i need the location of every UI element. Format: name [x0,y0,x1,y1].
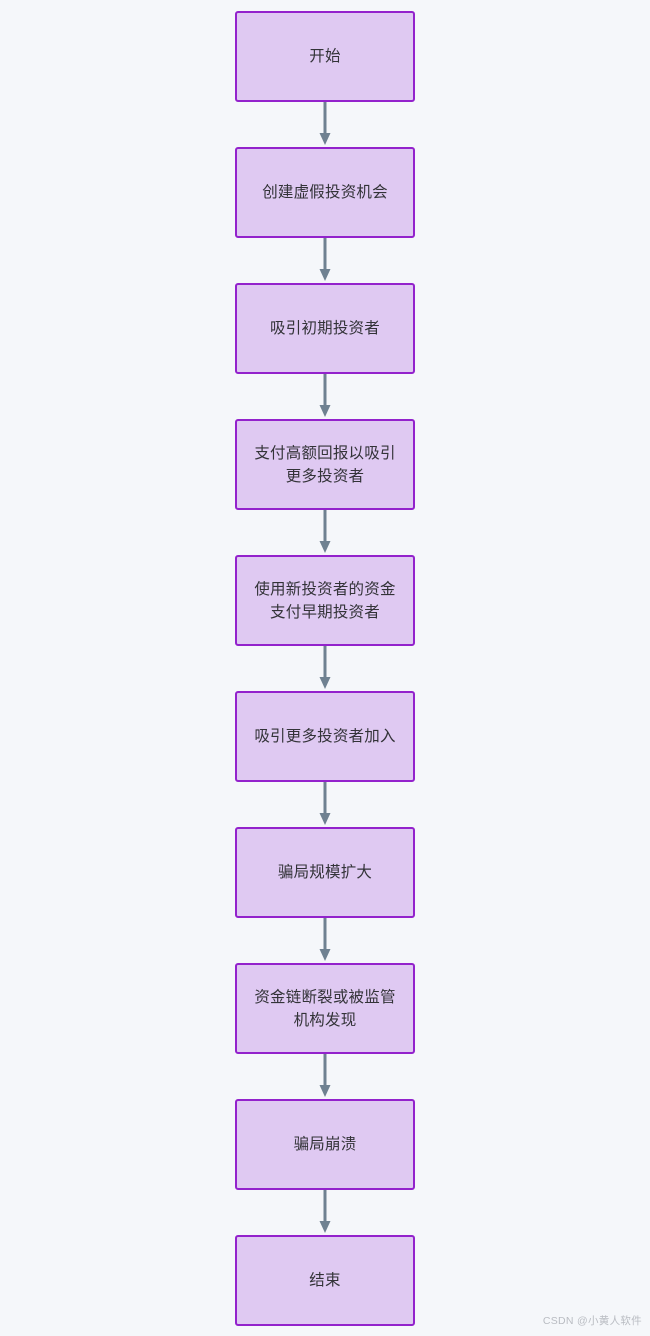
flow-edge-arrow [319,374,331,417]
flow-node-attract-more-investors[interactable]: 吸引更多投资者加入 [235,691,415,782]
flow-edge-arrow [319,646,331,689]
flow-edge-arrow [319,782,331,825]
flow-node-use-new-funds[interactable]: 使用新投资者的资金 支付早期投资者 [235,555,415,646]
flow-edge-arrow [319,510,331,553]
watermark: CSDN @小黄人软件 [542,1315,642,1327]
flow-node-create-fake-opportunity[interactable]: 创建虚假投资机会 [235,147,415,238]
flow-node-attract-early-investors[interactable]: 吸引初期投资者 [235,283,415,374]
flow-edge-arrow [319,1190,331,1233]
flow-node-start[interactable]: 开始 [235,11,415,102]
flow-node-scam-collapses[interactable]: 骗局崩溃 [235,1099,415,1190]
flow-edge-arrow [319,102,331,145]
flow-node-funding-chain-breaks[interactable]: 资金链断裂或被监管 机构发现 [235,963,415,1054]
flow-node-scam-expands[interactable]: 骗局规模扩大 [235,827,415,918]
flow-node-end[interactable]: 结束 [235,1235,415,1326]
flow-edge-arrow [319,1054,331,1097]
flow-edge-arrow [319,238,331,281]
flow-edge-arrow [319,918,331,961]
flow-node-pay-high-returns[interactable]: 支付高额回报以吸引 更多投资者 [235,419,415,510]
